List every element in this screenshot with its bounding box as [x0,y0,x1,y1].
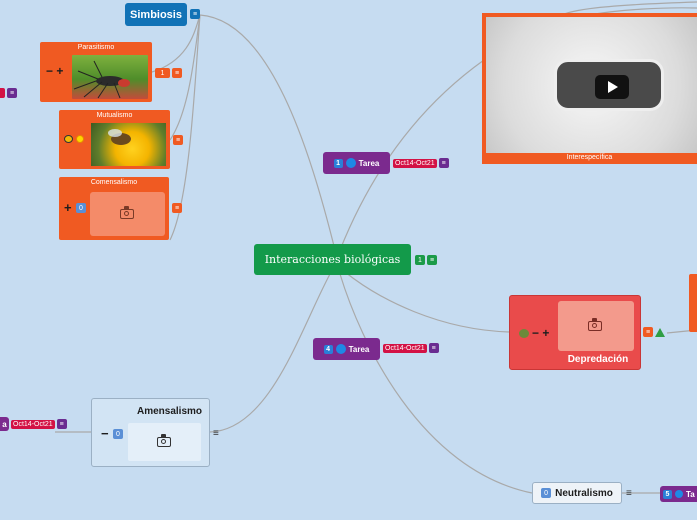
task-label: Ta [686,489,695,499]
amensalismo-symbol: − [101,426,109,441]
parasitismo-symbol: − + [46,64,64,78]
task-node-left[interactable]: a Oct14-Oct21 ≡ [0,417,67,431]
camera-icon [157,434,171,447]
video-thumbnail[interactable] [486,17,697,153]
task-node-right[interactable]: 5 Ta [660,486,697,502]
progress-drop-icon [675,490,683,498]
simbiosis-label: Simbiosis [130,8,182,21]
mosquito-image [72,55,148,99]
play-icon [608,81,618,93]
notes-icon: ≡ [56,419,67,429]
notes-icon: ≡ [7,88,17,98]
task-node-lower[interactable]: 4 Tarea [313,338,380,360]
comensalismo-symbol: + [64,200,72,215]
task-number: 4 [323,344,333,354]
task-label: a [2,419,7,429]
flower-icon [76,135,84,143]
task-node-upper[interactable]: 1 Tarea [323,152,390,174]
depredacion-icons[interactable]: ≡ [643,327,665,337]
notes-icon[interactable]: ≡ [172,203,182,213]
notes-icon[interactable]: ≡ [626,488,632,499]
progress-drop-icon [345,158,356,168]
notes-icon: ≡ [643,327,653,337]
task-number: 1 [333,158,343,168]
notes-icon: ≡ [172,68,182,78]
mutualismo-node[interactable]: Mutualismo [59,110,170,169]
zero-badge: 0 [541,488,552,498]
camera-icon [120,206,134,219]
image-placeholder[interactable] [90,192,165,236]
central-topic-label: Interacciones biológicas [264,253,401,266]
task-dates-lower[interactable]: Oct14-Oct21 ≡ [383,343,439,353]
zero-badge: 0 [113,429,123,439]
central-topic[interactable]: Interacciones biológicas [254,244,411,275]
wolf-icon [519,329,529,338]
task-label: Tarea [358,158,380,168]
notes-icon[interactable]: ≡ [173,135,183,145]
image-placeholder[interactable] [128,423,201,461]
comment-count: 1 [160,69,165,77]
camera-icon [588,318,602,331]
comment-count: 1 [418,256,422,264]
comensalismo-node[interactable]: Comensalismo + 0 [59,177,169,240]
depredacion-symbol: − + [532,326,550,340]
notes-icon[interactable]: ≡ [190,9,200,19]
mutualismo-label: Mutualismo [96,112,133,119]
amensalismo-node[interactable]: Amensalismo − 0 [91,398,210,467]
depredacion-node[interactable]: − + Depredación [509,295,641,370]
depredacion-label: Depredación [567,354,629,365]
bee-flower-image [91,123,166,166]
interespecifica-label: Interespecífica [566,154,613,161]
simbiosis-node[interactable]: Simbiosis [125,3,187,26]
neutralismo-label: Neutralismo [555,487,613,499]
parasitismo-comment[interactable]: 1 ≡ [155,68,182,78]
interespecifica-node[interactable]: Interespecífica [482,13,697,164]
central-comment-icon[interactable]: 1 ≡ [415,255,437,265]
comensalismo-label: Comensalismo [90,179,138,186]
parasitismo-label: Parasitismo [77,44,115,51]
video-frame [554,59,664,111]
progress-drop-icon [335,344,346,354]
notes-icon: ≡ [427,255,437,265]
drive-icon [655,327,665,337]
notes-icon: ≡ [438,158,449,168]
offscreen-node-right[interactable] [689,274,697,332]
image-placeholder[interactable] [558,301,634,351]
parasitismo-node[interactable]: Parasitismo − + [40,42,152,102]
notes-icon[interactable]: ≡ [213,428,219,439]
zero-badge: 0 [76,203,86,213]
date-range: Oct14-Oct21 [383,343,427,353]
task-dates-upper[interactable]: Oct14-Oct21 ≡ [393,158,449,168]
notes-icon: ≡ [428,343,439,353]
play-button[interactable] [595,75,629,99]
task-label: Tarea [348,344,370,354]
amensalismo-label: Amensalismo [136,406,203,417]
bee-icon [64,135,73,143]
neutralismo-node[interactable]: 0 Neutralismo [532,482,622,504]
date-range: Oct14-Oct21 [393,158,437,168]
task-number: 5 [663,489,672,499]
date-range: Oct14-Oct21 [11,419,55,429]
offscreen-comment[interactable]: ≡ [0,88,17,98]
